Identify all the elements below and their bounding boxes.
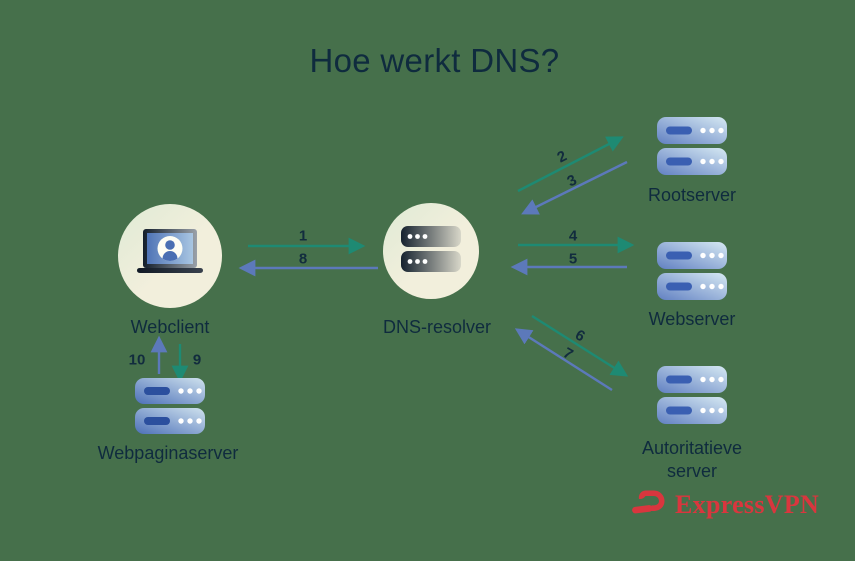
webclient-label: Webclient — [130, 317, 210, 337]
arrow-label-5: 5 — [568, 250, 578, 268]
authoritative-server-icon — [657, 366, 727, 429]
rootserver-label: Rootserver — [647, 185, 737, 205]
page-title: Hoe werkt DNS? — [309, 42, 560, 79]
arrow-label-4: 4 — [568, 227, 578, 245]
expressvpn-logo-icon — [630, 487, 666, 522]
arrow-label-7: 7 — [560, 344, 576, 364]
dns-resolver-label: DNS-resolver — [382, 317, 492, 337]
webpaginaserver-server-icon — [135, 378, 205, 439]
laptop-user-icon — [135, 228, 205, 284]
webpaginaserver-label: Webpaginaserver — [97, 443, 239, 463]
arrow-2 — [517, 136, 624, 193]
brand-logo: ExpressVPN — [630, 487, 819, 522]
server-stack-dark-icon — [401, 225, 461, 277]
arrow-label-10: 10 — [128, 351, 146, 369]
authoritative-server-label: Autoritatieve server — [641, 438, 743, 481]
arrow-3 — [521, 160, 628, 215]
webserver-label: Webserver — [648, 309, 736, 329]
webclient-node — [118, 204, 222, 308]
rootserver-server-icon — [657, 117, 727, 180]
dns-resolver-node — [383, 203, 479, 299]
arrow-label-3: 3 — [564, 171, 580, 191]
brand-name: ExpressVPN — [675, 489, 820, 519]
arrow-label-6: 6 — [572, 326, 588, 346]
arrow-label-2: 2 — [554, 147, 570, 167]
arrow-label-1: 1 — [298, 227, 308, 245]
arrow-label-9: 9 — [192, 351, 202, 369]
arrow-label-8: 8 — [298, 250, 308, 268]
webserver-server-icon — [657, 242, 727, 305]
